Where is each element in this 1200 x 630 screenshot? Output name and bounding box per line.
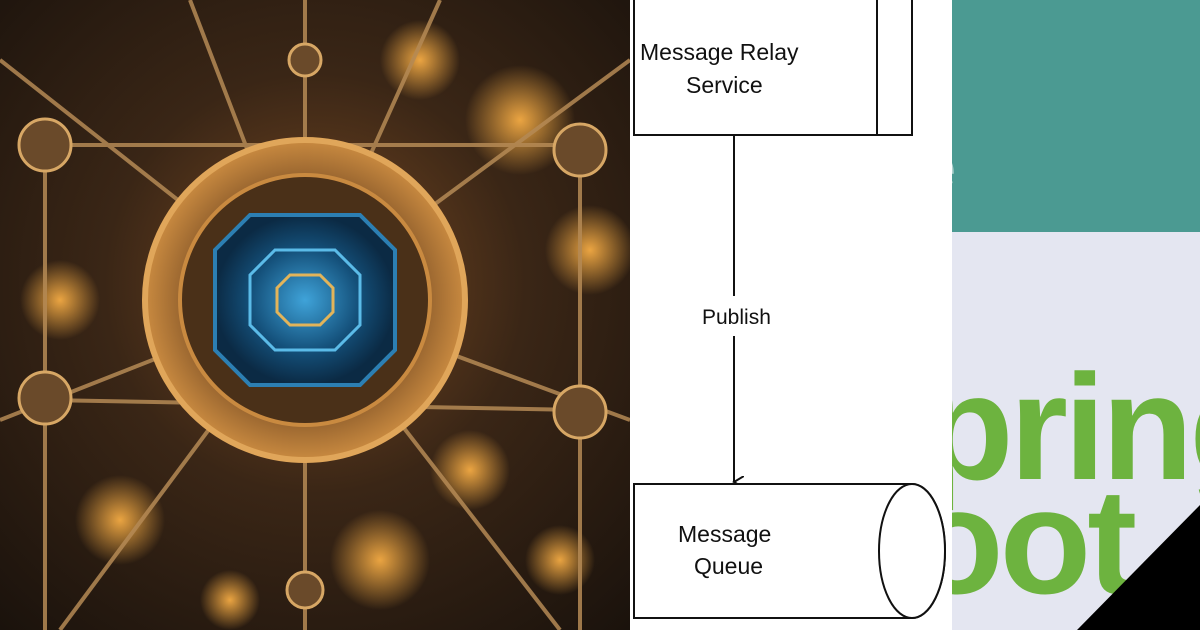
logo-panel: e pring oot (952, 0, 1200, 630)
message-queue-cylinder-cap (878, 483, 946, 619)
teal-banner: e (952, 0, 1200, 232)
publish-edge: Publish (702, 135, 771, 482)
diagram-panel: Message Relay Service Publish Message Qu… (630, 0, 952, 630)
logo-word-line1: pring (952, 343, 1200, 511)
message-queue-label-line1: Message (678, 521, 771, 547)
corner-triangle-graphic (1077, 505, 1200, 630)
flow-diagram: Message Relay Service Publish Message Qu… (633, 0, 946, 619)
network-sphere-artwork (0, 0, 630, 630)
relay-service-box (633, 0, 913, 136)
message-queue-label-line2: Queue (694, 553, 763, 579)
message-queue-node: Message Queue (633, 483, 946, 619)
artwork-panel (0, 0, 630, 630)
logo-word-line2: oot (952, 457, 1137, 625)
relay-service-node: Message Relay Service (633, 0, 913, 136)
publish-edge-label: Publish (702, 306, 771, 329)
relay-service-label-line2: Service (686, 72, 763, 98)
relay-service-label-line1: Message Relay (640, 39, 799, 65)
teal-banner-letter: e (952, 138, 956, 200)
